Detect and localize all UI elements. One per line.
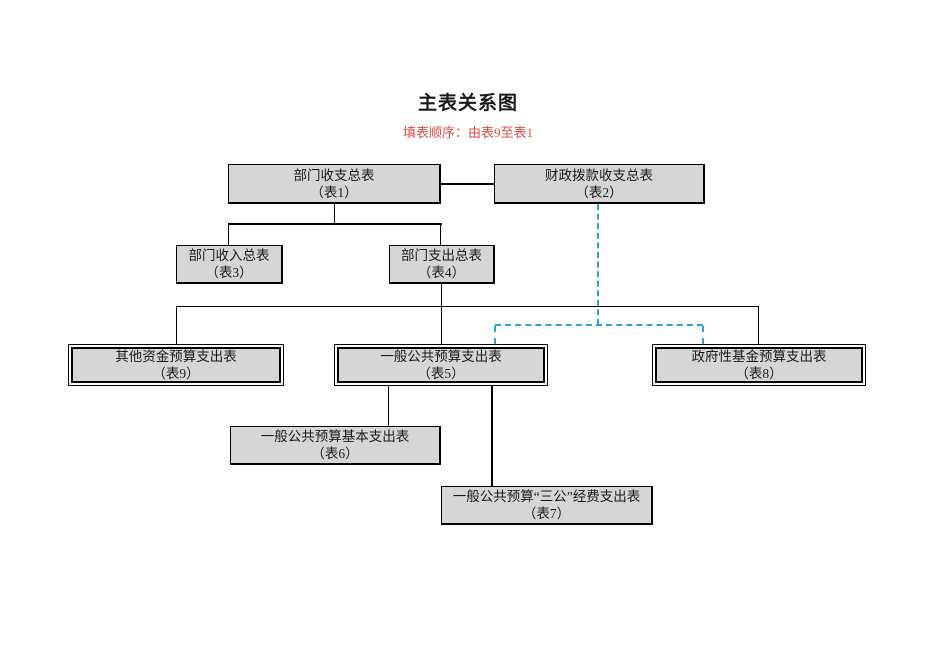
node-table4: 部门支出总表 （表4） — [389, 245, 495, 284]
node-table6-number: （表6） — [311, 446, 359, 461]
connector-table5-table6 — [388, 386, 389, 426]
dashed-connector-bar — [495, 324, 703, 326]
node-table3-label: 部门收入总表 — [188, 248, 270, 263]
fill-order-note: 填表顺序：由表9至表1 — [402, 125, 533, 140]
connector-table1-stem — [334, 204, 335, 224]
node-table9-number: （表9） — [152, 366, 200, 381]
node-table4-number: （表4） — [417, 265, 466, 280]
diagram-title: 主表关系图 — [417, 93, 518, 114]
node-table2-label: 财政拨款收支总表 — [545, 167, 653, 183]
connector-drop-table5 — [441, 307, 442, 344]
dashed-connector-table2-stem — [597, 204, 599, 325]
node-table8-inner: 政府性基金预算支出表 （表8） — [655, 347, 863, 383]
node-table9-label: 其他资金预算支出表 — [115, 349, 237, 364]
connector-table4-children-bar — [176, 306, 759, 307]
connector-table1-children-bar — [228, 223, 442, 225]
node-table9: 其他资金预算支出表 （表9） — [68, 344, 284, 386]
node-table7-number: （表7） — [522, 506, 571, 521]
node-table1-label: 部门收支总表 — [293, 167, 375, 183]
node-table1: 部门收支总表 （表1） — [228, 164, 441, 204]
node-table3: 部门收入总表 （表3） — [176, 245, 283, 284]
connector-drop-table4 — [440, 225, 441, 245]
dashed-drop-table8 — [702, 326, 704, 344]
node-table6-label: 一般公共预算基本支出表 — [260, 429, 410, 444]
connector-drop-table9 — [176, 307, 177, 344]
node-table7: 一般公共预算“三公”经费支出表 （表7） — [441, 486, 653, 525]
node-table5-number: （表5） — [417, 366, 465, 381]
connector-drop-table8 — [758, 307, 759, 344]
node-table5-inner: 一般公共预算支出表 （表5） — [337, 347, 545, 383]
node-table8: 政府性基金预算支出表 （表8） — [652, 344, 866, 386]
node-table3-number: （表3） — [205, 265, 253, 280]
node-table1-number: （表1） — [310, 184, 358, 200]
node-table2: 财政拨款收支总表 （表2） — [494, 164, 705, 204]
node-table6: 一般公共预算基本支出表 （表6） — [230, 426, 441, 465]
node-table8-label: 政府性基金预算支出表 — [691, 349, 827, 364]
connector-table5-table7 — [491, 386, 493, 486]
node-table4-label: 部门支出总表 — [401, 248, 482, 263]
dashed-drop-table5 — [494, 326, 496, 344]
node-table8-number: （表8） — [735, 366, 783, 381]
node-table7-label: 一般公共预算“三公”经费支出表 — [452, 489, 641, 504]
connector-drop-table3 — [228, 225, 229, 245]
node-table5-label: 一般公共预算支出表 — [380, 349, 502, 364]
node-table5: 一般公共预算支出表 （表5） — [334, 344, 548, 386]
node-table2-number: （表2） — [575, 184, 623, 200]
connector-table4-stem — [441, 284, 442, 307]
node-table9-inner: 其他资金预算支出表 （表9） — [71, 347, 281, 383]
connector-table1-table2 — [441, 183, 494, 185]
